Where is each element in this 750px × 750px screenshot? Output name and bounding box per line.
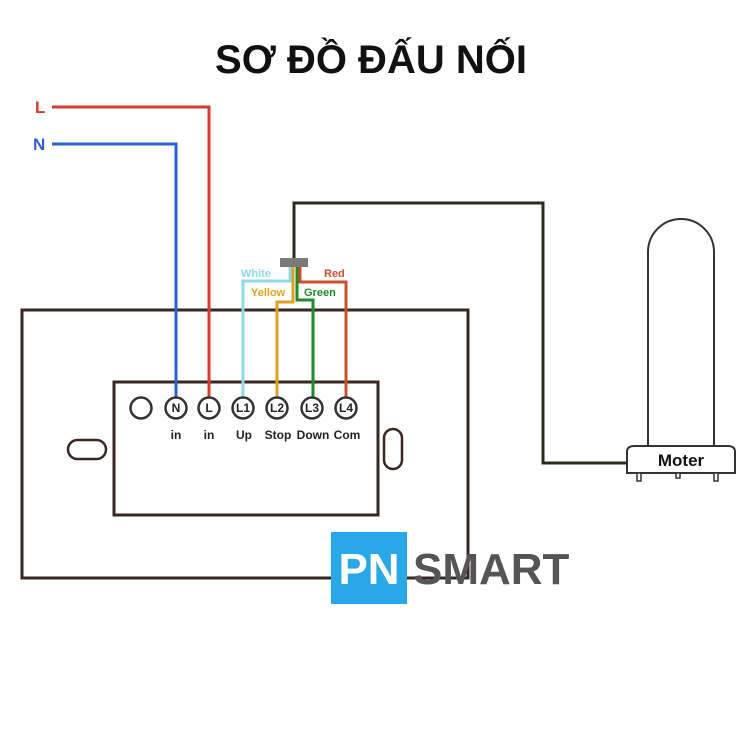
terminal-l-sub: in — [204, 428, 215, 442]
mounting-slot-left — [66, 438, 108, 461]
terminal-l — [197, 396, 221, 420]
cable-splitter — [280, 258, 308, 267]
page-title: SƠ ĐỒ ĐẤU NỐI — [215, 36, 527, 82]
terminal-blank — [129, 396, 153, 420]
motor-foot-center — [675, 472, 681, 479]
wire-n — [52, 142, 178, 397]
terminal-l3-label: L3 — [305, 401, 319, 415]
terminal-l4-sub: Com — [334, 428, 361, 442]
brand-smart: SMART — [413, 545, 570, 594]
terminal-l1-label: L1 — [236, 401, 250, 415]
brand-pn: PN — [338, 545, 399, 594]
terminal-n-label: N — [172, 401, 181, 415]
motor-label: Moter — [658, 451, 705, 470]
terminal-l2 — [265, 396, 289, 420]
mounting-slot-right — [382, 427, 404, 471]
terminal-n-sub: in — [171, 428, 182, 442]
terminal-l1-sub: Up — [236, 428, 252, 442]
motor-foot-left — [636, 472, 642, 482]
terminal-l-label: L — [205, 401, 212, 415]
wire-l — [52, 105, 211, 397]
wire-green — [295, 267, 315, 397]
terminal-l4 — [334, 396, 358, 420]
motor-base — [626, 445, 736, 474]
terminal-l3-sub: Down — [297, 428, 330, 442]
terminal-n — [164, 396, 188, 420]
brand-logo: PN SMART — [331, 532, 570, 604]
terminal-l4-label: L4 — [339, 401, 353, 415]
motor-tube — [647, 218, 715, 447]
brand-pn-badge — [331, 532, 407, 604]
terminal-l3 — [300, 396, 324, 420]
wire-label-yellow: Yellow — [251, 287, 286, 299]
terminal-l1 — [231, 396, 255, 420]
wire-label-white: White — [241, 268, 271, 280]
wire-white — [241, 267, 292, 397]
terminal-l2-label: L2 — [270, 401, 284, 415]
motor-cable — [292, 201, 626, 465]
terminal-row: N in L in L1 Up L2 Stop L3 Down L4 Com — [129, 396, 361, 442]
wire-yellow — [275, 267, 295, 397]
wire-label-green: Green — [304, 287, 336, 299]
terminal-l2-sub: Stop — [265, 428, 292, 442]
wire-label-red: Red — [324, 268, 345, 280]
motor: Moter — [626, 218, 736, 482]
terminal-block — [112, 380, 380, 517]
switch-plate — [20, 308, 470, 580]
lead-label-n: N — [33, 135, 45, 154]
wire-red — [298, 267, 348, 397]
lead-label-l: L — [35, 98, 45, 117]
motor-foot-right — [713, 472, 719, 482]
